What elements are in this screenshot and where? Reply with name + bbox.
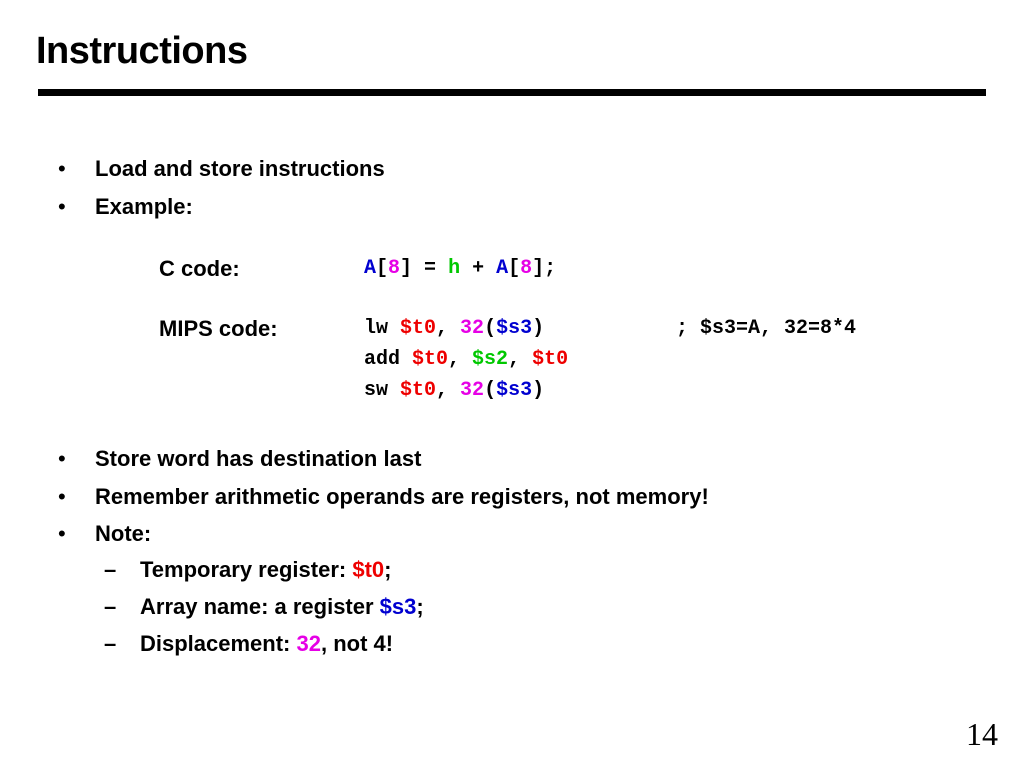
code-token: [ (376, 257, 389, 280)
code-token: $s3 (496, 317, 533, 340)
bullet-marker: • (58, 194, 66, 219)
sub-bullet-label: Array name: a register (140, 594, 380, 619)
mips-line-sw: sw $t0, 32($s3) (364, 379, 544, 402)
sub-bullet-value: 32 (296, 631, 321, 656)
sub-bullet-label: Displacement: (140, 631, 297, 656)
code-token: , (508, 348, 533, 371)
bullet-marker: • (58, 446, 66, 471)
code-token: ) (532, 317, 545, 340)
code-token: $s2 (472, 348, 509, 371)
code-token: + (460, 257, 497, 280)
c-code-label: C code: (159, 256, 240, 281)
sub-bullet-item: – Displacement: 32, not 4! (104, 631, 393, 657)
bullet-text: Note: (95, 521, 152, 546)
sub-bullet-text: Temporary register: $t0; (140, 557, 391, 583)
mips-code-label: MIPS code: (159, 316, 278, 341)
bullet-item: • Store word has destination last (58, 446, 421, 472)
c-code-line: A[8] = h + A[8]; (364, 257, 556, 280)
sub-bullet-suffix: ; (384, 557, 392, 582)
code-token: $t0 (400, 317, 437, 340)
bullet-item: • Load and store instructions (58, 156, 385, 182)
code-token: ]; (532, 257, 557, 280)
sub-bullet-text: Array name: a register $s3; (140, 594, 424, 620)
code-token: 32 (460, 317, 485, 340)
code-token: ( (484, 379, 497, 402)
code-token: ] = (400, 257, 449, 280)
code-token: h (448, 257, 461, 280)
sub-bullet-marker: – (104, 557, 117, 582)
code-token: A (364, 257, 377, 280)
sub-bullet-suffix: , not 4! (320, 631, 394, 656)
code-token: $t0 (412, 348, 449, 371)
code-token: $t0 (532, 348, 569, 371)
bullet-text: Store word has destination last (95, 446, 422, 471)
code-token: [ (508, 257, 521, 280)
code-token: , (448, 348, 473, 371)
bullet-item: • Example: (58, 194, 193, 220)
bullet-text: Remember arithmetic operands are registe… (95, 484, 709, 509)
mips-line-lw: lw $t0, 32($s3) (364, 317, 544, 340)
code-token: A (496, 257, 509, 280)
code-token: ( (484, 317, 497, 340)
bullet-item: • Note: (58, 521, 151, 547)
sub-bullet-text: Displacement: 32, not 4! (140, 631, 393, 657)
page-number: 14 (966, 716, 998, 752)
sub-bullet-marker: – (104, 594, 117, 619)
code-token: add (364, 348, 413, 371)
bullet-marker: • (58, 484, 66, 509)
bullet-text: Example: (95, 194, 193, 219)
sub-bullet-item: – Array name: a register $s3; (104, 594, 424, 620)
sub-bullet-suffix: ; (416, 594, 424, 619)
code-token: 8 (388, 257, 401, 280)
code-token: sw (364, 379, 401, 402)
mips-comment: ; $s3=A, 32=8*4 (676, 317, 857, 340)
code-token: $s3 (496, 379, 533, 402)
code-token: $t0 (400, 379, 437, 402)
bullet-text: Load and store instructions (95, 156, 385, 181)
sub-bullet-label: Temporary register: (140, 557, 353, 582)
bullet-marker: • (58, 156, 66, 181)
mips-line-add: add $t0, $s2, $t0 (364, 348, 568, 371)
code-token: ) (532, 379, 545, 402)
bullet-marker: • (58, 521, 66, 546)
code-token: 32 (460, 379, 485, 402)
code-token: lw (364, 317, 401, 340)
sub-bullet-value: $t0 (352, 557, 385, 582)
slide-title: Instructions (36, 30, 248, 72)
sub-bullet-marker: – (104, 631, 117, 656)
code-token: , (436, 317, 461, 340)
code-token: , (436, 379, 461, 402)
sub-bullet-item: – Temporary register: $t0; (104, 557, 391, 583)
title-divider (38, 89, 986, 96)
sub-bullet-value: $s3 (379, 594, 417, 619)
bullet-item: • Remember arithmetic operands are regis… (58, 484, 709, 510)
code-token: 8 (520, 257, 533, 280)
